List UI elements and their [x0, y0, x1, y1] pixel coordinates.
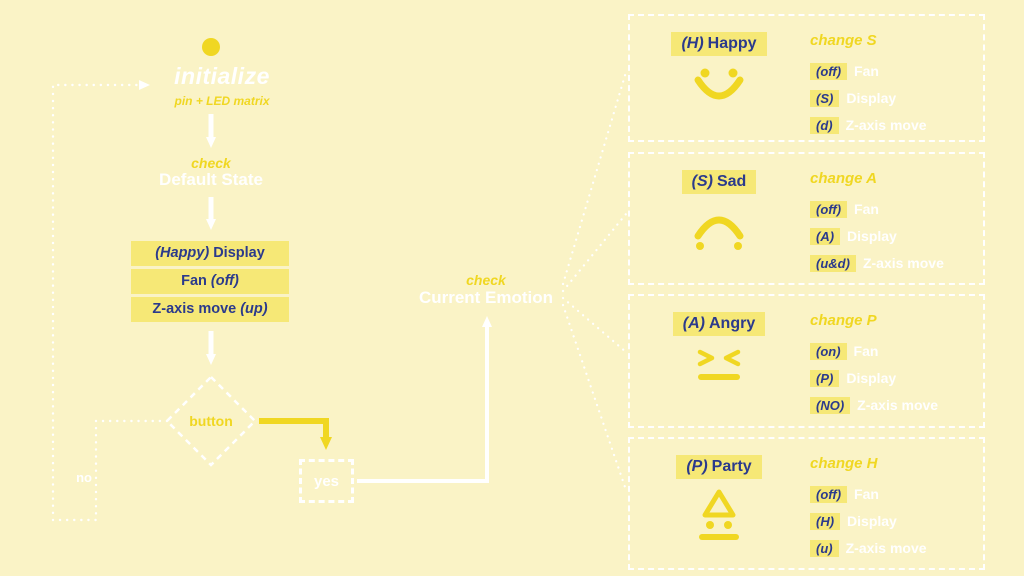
action-label: Fan	[854, 486, 879, 502]
state-name: Party	[711, 458, 752, 475]
row-main: Fan	[181, 273, 207, 289]
state-label-badge: (S)Sad	[681, 170, 757, 194]
yes-branch-box: yes	[299, 459, 354, 503]
action-row: (A) Display	[810, 225, 973, 248]
default-state-box: (Happy)Display Fan(off) Z-axis move(up)	[131, 241, 289, 325]
state-card-left: (A)Angry	[654, 312, 784, 418]
state-card-right: change A (off) Fan (A) Display (u&d) Z-axis…	[784, 170, 973, 275]
action-param: (off)	[810, 486, 848, 503]
action-label: Display	[846, 90, 897, 106]
connector-to-party	[561, 303, 628, 492]
action-row: (off) Fan	[810, 483, 973, 506]
action-row: (NO) Z-axis move	[810, 394, 973, 417]
action-param: (off)	[810, 201, 848, 218]
row-main: Z-axis move	[152, 301, 237, 317]
initialize-subtitle: pin + LED matrix	[174, 94, 270, 108]
action-param: (P)	[810, 370, 840, 387]
action-param: (u)	[810, 540, 839, 557]
action-label: Display	[846, 370, 897, 386]
state-name: Happy	[707, 35, 757, 52]
state-name: Sad	[716, 173, 747, 190]
action-param: (H)	[810, 513, 841, 530]
action-row: (u) Z-axis move	[810, 537, 973, 560]
action-label: Display	[847, 513, 897, 529]
state-card-left: (P)Party	[654, 455, 784, 560]
check-label: check	[466, 272, 506, 288]
action-label: Z-axis move	[845, 540, 927, 556]
state-row-display: (Happy)Display	[131, 241, 289, 266]
state-card-right: change H (off) Fan (H) Display (u) Z-axis m…	[784, 455, 973, 560]
action-row: (off) Fan	[810, 198, 973, 221]
state-row-zaxis: Z-axis move(up)	[131, 297, 289, 322]
state-name: Angry	[708, 315, 756, 332]
action-param: (A)	[810, 228, 841, 245]
action-param: (d)	[810, 117, 839, 134]
initialize-title: initialize	[174, 63, 270, 89]
arrow-yes-to-current-emotion	[357, 316, 492, 483]
row-pre: (Happy)	[155, 245, 210, 261]
action-param: (u&d)	[810, 255, 856, 272]
action-row: (S) Display	[810, 87, 973, 110]
arrow-decision-to-yes	[259, 418, 332, 450]
state-card-happy: (H)Happy change S (off) Fan (S) Display (d…	[628, 14, 985, 142]
check-label: check	[191, 155, 231, 171]
happy-face-icon	[692, 66, 746, 115]
action-param: (off)	[810, 63, 848, 80]
state-label-badge: (H)Happy	[671, 32, 767, 56]
action-label: Z-axis move	[845, 117, 927, 133]
action-label: Display	[847, 228, 897, 244]
no-branch-label: no	[76, 470, 92, 485]
loop-no-back-to-initialize	[51, 80, 169, 522]
state-param: (S)	[691, 173, 713, 190]
change-label: change A	[810, 170, 877, 187]
decision-diamond	[165, 375, 257, 467]
state-card-left: (S)Sad	[654, 170, 784, 275]
action-row: (on) Fan	[810, 340, 973, 363]
state-card-party: (P)Party change H (off) Fan (H) Display (u…	[628, 437, 985, 570]
action-row: (off) Fan	[810, 60, 973, 83]
default-state-title: Default State	[159, 170, 263, 189]
action-row: (H) Display	[810, 510, 973, 533]
state-card-right: change P (on) Fan (P) Display (NO) Z-axis m…	[784, 312, 973, 418]
action-param: (S)	[810, 90, 840, 107]
action-label: Fan	[854, 201, 879, 217]
state-param: (P)	[686, 458, 708, 475]
row-post: (up)	[240, 301, 268, 317]
action-param: (on)	[810, 343, 847, 360]
change-label: change H	[810, 455, 878, 472]
action-row: (d) Z-axis move	[810, 114, 973, 137]
state-card-angry: (A)Angry change P (on) Fan (P) Display (NO…	[628, 294, 985, 428]
connector-to-happy	[561, 70, 628, 286]
action-label: Fan	[854, 63, 879, 79]
state-card-sad: (S)Sad change A (off) Fan (A) Display (u&d…	[628, 152, 985, 285]
row-main: Display	[213, 245, 265, 261]
state-card-left: (H)Happy	[654, 32, 784, 132]
action-label: Z-axis move	[862, 255, 944, 271]
action-label: Fan	[853, 343, 879, 359]
state-param: (A)	[682, 315, 705, 332]
row-post: (off)	[210, 273, 239, 289]
state-card-right: change S (off) Fan (S) Display (d) Z-axis m…	[784, 32, 973, 134]
state-label-badge: (A)Angry	[672, 312, 766, 336]
change-label: change S	[810, 32, 877, 49]
sad-face-icon	[692, 204, 746, 257]
action-label: Z-axis move	[857, 397, 939, 413]
action-param: (NO)	[810, 397, 851, 414]
action-row: (P) Display	[810, 367, 973, 390]
state-row-fan: Fan(off)	[131, 269, 289, 294]
state-label-badge: (P)Party	[676, 455, 762, 479]
angry-face-icon	[692, 346, 746, 389]
state-param: (H)	[681, 35, 704, 52]
decision-button-label: button	[189, 413, 233, 429]
connector-to-angry	[561, 296, 628, 354]
change-label: change P	[810, 312, 877, 329]
action-row: (u&d) Z-axis move	[810, 252, 973, 275]
party-icon	[692, 489, 746, 548]
start-node	[202, 38, 220, 56]
yes-branch-label: yes	[313, 472, 340, 490]
current-emotion-title: Current Emotion	[418, 288, 554, 307]
